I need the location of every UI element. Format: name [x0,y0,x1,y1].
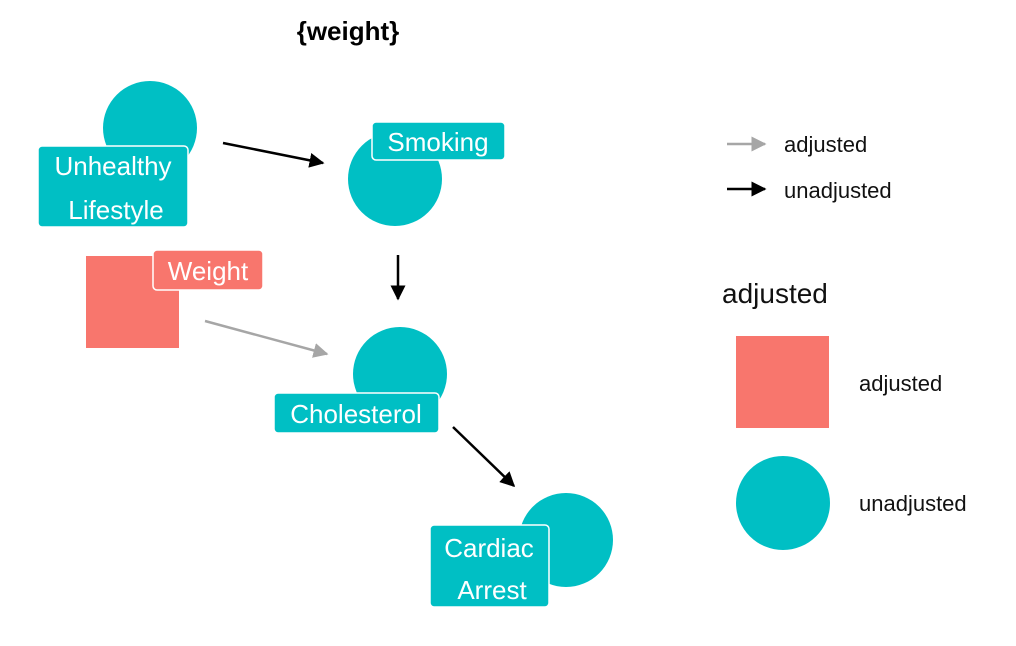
node-unhealthy-lifestyle-label-line1: Unhealthy [54,151,171,181]
edge-legend: adjusted unadjusted [727,132,892,203]
node-cholesterol-label: Cholesterol [290,399,422,429]
node-legend: adjusted adjusted unadjusted [722,278,967,550]
node-cardiac-arrest-label-line2: Arrest [457,575,527,605]
diagram-title: {weight} [297,16,400,46]
legend-adjusted-node-square [736,336,829,428]
node-smoking-label-box [371,121,506,161]
legend-unadjusted-edge-label: unadjusted [784,178,892,203]
legend-unadjusted-node-circle [736,456,830,550]
node-cholesterol-label-box [273,392,440,434]
node-weight: Weight [86,249,264,348]
node-weight-label-box [152,249,264,291]
node-unhealthy-lifestyle-label-box [37,145,189,228]
node-cardiac-arrest-label-box [429,524,550,608]
node-cardiac-arrest-label-line1: Cardiac [444,533,534,563]
node-cholesterol: Cholesterol [273,327,447,434]
legend-unadjusted-node-label: unadjusted [859,491,967,516]
legend-node-title: adjusted [722,278,828,309]
edge-unhealthy-lifestyle-to-smoking [222,141,325,168]
legend-adjusted-node-label: adjusted [859,371,942,396]
edge-cholesterol-to-cardiac-arrest [452,426,516,488]
node-cardiac-arrest: Cardiac Arrest [429,493,613,608]
node-unhealthy-lifestyle: Unhealthy Lifestyle [37,81,197,228]
node-smoking-label: Smoking [387,127,488,157]
node-weight-label: Weight [168,256,249,286]
edge-weight-to-cholesterol [204,319,329,358]
legend-adjusted-edge-label: adjusted [784,132,867,157]
node-smoking: Smoking [348,121,506,226]
node-unhealthy-lifestyle-label-line2: Lifestyle [68,195,163,225]
